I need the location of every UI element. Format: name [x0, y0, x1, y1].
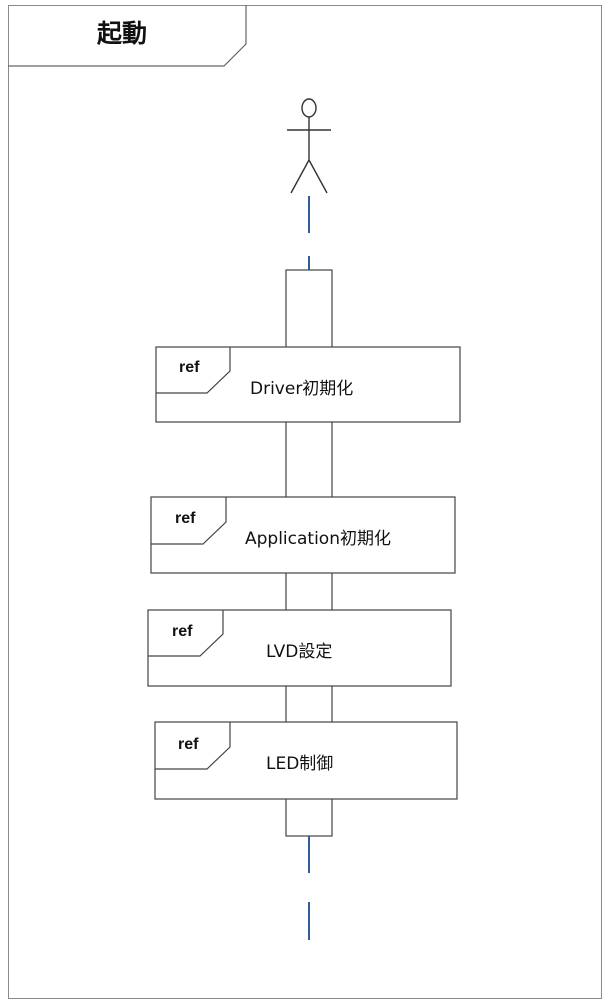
- ref-tag: ref: [172, 623, 193, 640]
- ref-fragment-lvd-setting: [147, 609, 452, 687]
- ref-fragment-led-control: [154, 721, 458, 800]
- ref-fragment-label: LED制御: [266, 754, 334, 774]
- ref-fragment-label: Driver初期化: [250, 379, 354, 399]
- ref-tag: ref: [178, 736, 199, 753]
- stick-figure-actor-icon: [287, 98, 331, 194]
- frame-title-tab-outline: [8, 5, 247, 67]
- sequence-frame: [8, 5, 602, 999]
- ref-tag: ref: [179, 359, 200, 376]
- frame-title: 起動: [97, 19, 148, 48]
- ref-fragment-application-init: [150, 496, 456, 574]
- ref-fragment-driver-init: [155, 346, 461, 423]
- ref-fragment-label: Application初期化: [245, 529, 391, 549]
- ref-fragment-label: LVD設定: [266, 642, 333, 662]
- ref-tag: ref: [175, 510, 196, 527]
